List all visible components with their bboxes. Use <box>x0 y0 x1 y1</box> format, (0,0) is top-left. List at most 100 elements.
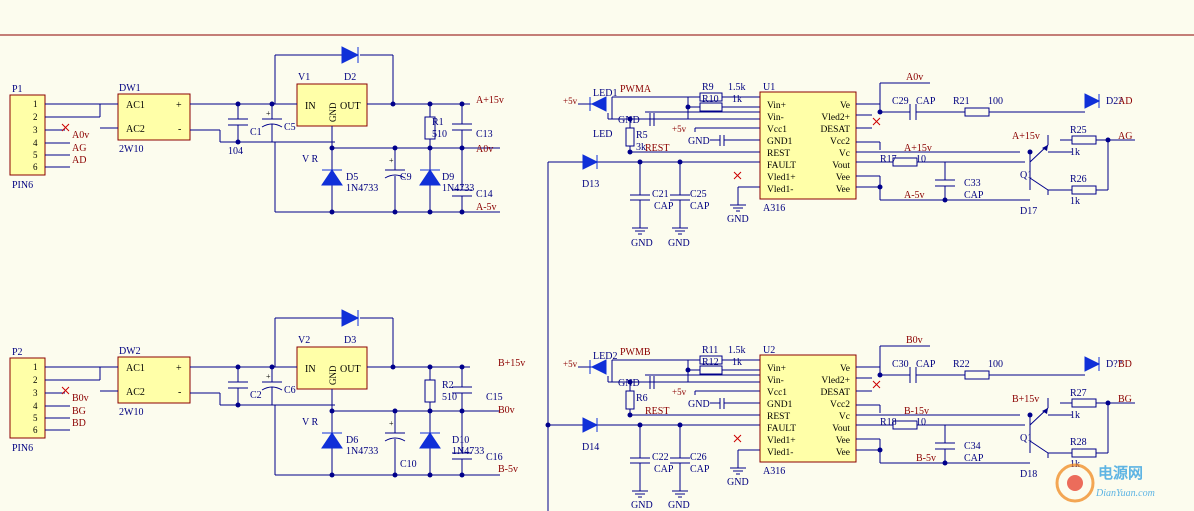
gnd-label: GND <box>618 378 640 389</box>
ic-pin-left: Vcc1 <box>767 125 787 135</box>
pin-label: 2 <box>33 375 38 385</box>
net-label: BD <box>1118 359 1132 370</box>
ic-pin-right: Ve <box>840 364 850 374</box>
ic-pin-right: Vc <box>839 412 850 422</box>
ic-pin-right: Vee <box>836 448 850 458</box>
ic-pin-left: REST <box>767 412 790 422</box>
cap-ref: C1 <box>250 127 262 138</box>
polarity-mark: + <box>389 419 394 428</box>
bridge-pin: AC1 <box>126 100 145 111</box>
ic-pin-left: Vin+ <box>767 101 786 111</box>
reg-pin: OUT <box>340 101 361 112</box>
ic-pin-left: Vin+ <box>767 364 786 374</box>
gnd-label: GND <box>668 238 690 249</box>
cap-ref: C25 <box>690 189 707 200</box>
junctions-b <box>235 364 1111 478</box>
net-label: B-15v <box>904 406 929 417</box>
diode-out-b <box>1084 356 1101 372</box>
bridge-pin: + <box>176 100 182 111</box>
cap-value: 104 <box>228 146 243 157</box>
led-diode-a <box>589 96 607 112</box>
bridge-pin: AC1 <box>126 363 145 374</box>
net-label: +5v <box>563 359 578 369</box>
ic-pin-right: Vee <box>836 436 850 446</box>
resistor-ref: R1 <box>432 117 444 128</box>
reg-ref: V2 <box>298 335 310 346</box>
polarity-mark: + <box>266 109 271 118</box>
resistor-ref: R5 <box>636 130 648 141</box>
net-label: A+15v <box>1012 131 1040 142</box>
ic-pin-right: Vcc2 <box>830 137 850 147</box>
watermark-logo-icon <box>1055 463 1095 503</box>
diode-ref: D2 <box>344 72 356 83</box>
ic-pin-left: GND1 <box>767 137 793 147</box>
gnd-symbol <box>631 227 649 235</box>
cap-ref: C29 <box>892 96 909 107</box>
net-label: AD <box>1118 96 1132 107</box>
diode-out-a <box>1084 93 1101 109</box>
cap-ref: C16 <box>486 452 503 463</box>
reg-pin: GND <box>328 365 338 385</box>
transistor-ref: Q1 <box>1020 433 1032 444</box>
resistor-value: 1.5k <box>728 82 746 93</box>
pin-label: 5 <box>33 413 38 423</box>
diode-value: 1N4733 <box>346 183 378 194</box>
ic-type: A316 <box>763 466 785 477</box>
bridge-pin: - <box>178 387 181 398</box>
diode-ref: D?? <box>1106 359 1123 370</box>
resistor-value: 10 <box>916 154 926 165</box>
led-ref: LED1 <box>593 88 617 99</box>
gnd-symbol <box>729 204 747 212</box>
diode-value: 1N4733 <box>452 446 484 457</box>
net-label: A-5v <box>904 190 925 201</box>
reg-pin: OUT <box>340 364 361 375</box>
gnd-label: GND <box>631 500 653 511</box>
watermark: 电源网 DianYuan.com <box>1055 463 1155 503</box>
reg-ref: V1 <box>298 72 310 83</box>
net-label: REST <box>645 406 669 417</box>
resistor-ref: R9 <box>702 82 714 93</box>
ic-pin-right: Vee <box>836 185 850 195</box>
conn-ref: P2 <box>12 347 23 358</box>
resistor-ref: R17 <box>880 154 897 165</box>
resistor-value: 510 <box>442 392 457 403</box>
net-label: A+15v <box>904 143 932 154</box>
reg-vr: V R <box>302 154 319 165</box>
bridge-ref: DW2 <box>119 346 141 357</box>
diode-d13 <box>582 154 599 170</box>
gnd-symbol <box>671 227 689 235</box>
ic-pin-right: Vcc2 <box>830 400 850 410</box>
cap-ref: C22 <box>652 452 669 463</box>
zener-d6 <box>321 432 343 449</box>
resistor-value: 1k <box>1070 196 1080 207</box>
net-label: BG <box>72 406 86 417</box>
pin-label: 2 <box>33 112 38 122</box>
cap-ref: C2 <box>250 390 262 401</box>
gnd-label: GND <box>631 238 653 249</box>
cap-ref: C10 <box>400 459 417 470</box>
net-label: A+15v <box>476 95 504 106</box>
ic-pin-left: Vin- <box>767 376 784 386</box>
cap-ref: C21 <box>652 189 669 200</box>
channel-b-wiring <box>9 317 1136 492</box>
net-label: +5v <box>672 124 687 134</box>
cap-ref: C9 <box>400 172 412 183</box>
net-label: PWMA <box>620 84 652 95</box>
bridge-type: 2W10 <box>119 407 143 418</box>
transistor-pkg-ref: D18 <box>1020 469 1037 480</box>
gnd-symbol <box>671 490 689 498</box>
resistor-ref: R22 <box>953 359 970 370</box>
net-label: B0v <box>72 393 89 404</box>
diode-value: 1N4733 <box>442 183 474 194</box>
ic-pin-right: Vc <box>839 149 850 159</box>
ic-pin-right: Vout <box>832 161 850 171</box>
ic-type: A316 <box>763 203 785 214</box>
cap-ref: C30 <box>892 359 909 370</box>
ic-pin-left: GND1 <box>767 400 793 410</box>
ic-ref: U1 <box>763 82 775 93</box>
diode-d2 <box>341 46 360 64</box>
net-label: AD <box>72 155 86 166</box>
ic-pin-left: Vled1- <box>767 448 793 458</box>
gnd-label: GND <box>618 115 640 126</box>
